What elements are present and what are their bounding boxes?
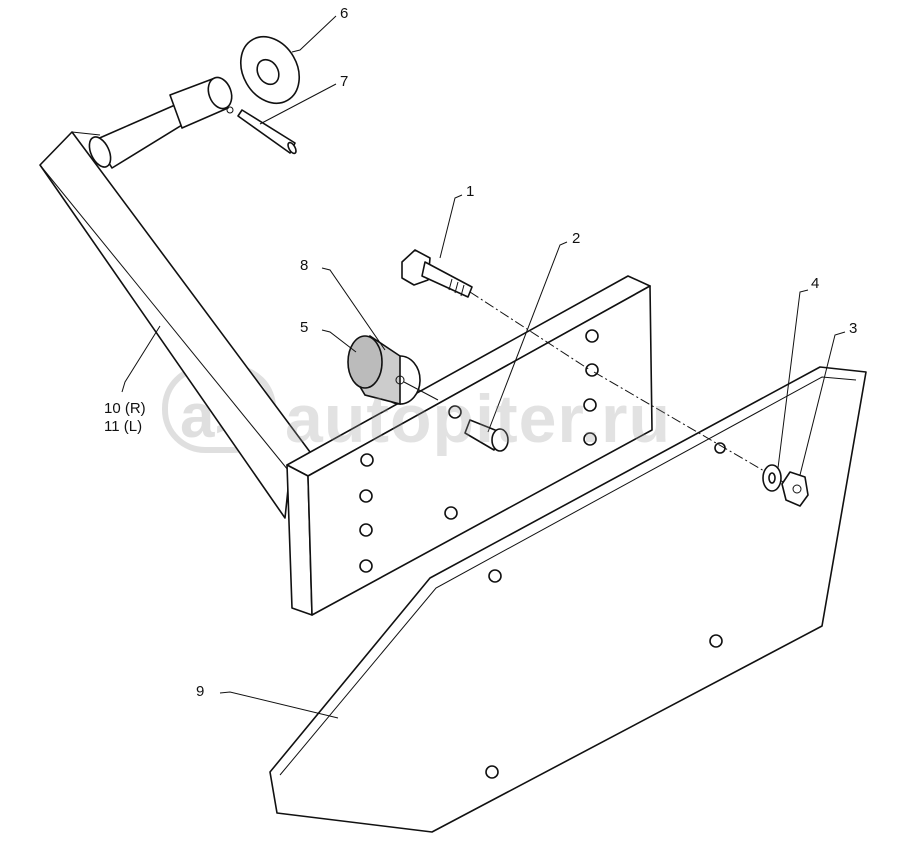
nut-3 [781, 471, 809, 507]
pivot-shaft [88, 76, 234, 169]
callout-7: 7 [340, 73, 349, 90]
bolt-1 [401, 249, 473, 298]
callout-3: 3 [849, 320, 858, 337]
arm-10-11 [39, 131, 311, 519]
callout-6-label: 6 [340, 5, 349, 22]
bolt-2 [464, 419, 509, 452]
rubber-spacer-5 [347, 334, 439, 406]
washer-6 [239, 36, 301, 104]
washer-4 [762, 464, 782, 492]
watermark-text: autopiter.ru [285, 381, 672, 457]
callout-10-r: 10 (R) [104, 400, 146, 417]
callout-5: 5 [300, 319, 309, 336]
callout-11-l: 11 (L) [104, 418, 143, 435]
callout-4: 4 [811, 275, 820, 292]
mounting-board [286, 275, 653, 616]
callout-8: 8 [300, 257, 309, 274]
callout-9: 9 [196, 683, 205, 700]
callout-1: 1 [466, 183, 475, 200]
callout-2: 2 [572, 230, 581, 247]
wear-plate-9 [269, 366, 867, 833]
leader-lines [121, 15, 846, 719]
roll-pin-7 [237, 109, 297, 155]
